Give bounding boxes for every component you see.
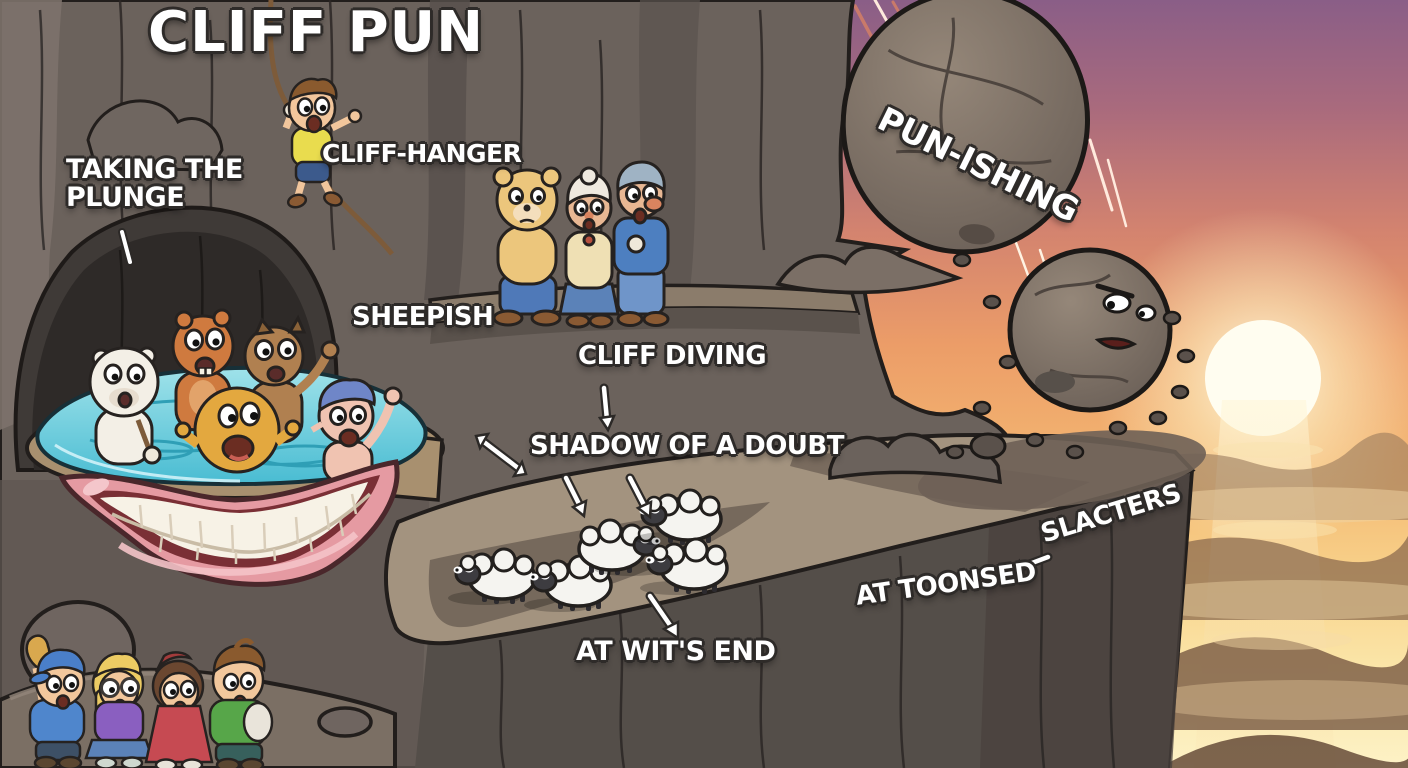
falling-debris — [945, 252, 1196, 460]
pink-kid — [310, 378, 403, 484]
old-man — [612, 160, 670, 327]
annotation-arrows — [118, 228, 1053, 641]
shadow-arrow-right — [625, 473, 653, 520]
cliff-hanger-boy — [267, 0, 394, 256]
label-taking-the-plunge-line1: TAKING THE — [66, 154, 243, 185]
pool-characters — [88, 308, 403, 484]
shadow-arrow-left — [561, 473, 588, 519]
kid-blue-cap — [25, 634, 86, 768]
plunge-pointer-line — [118, 228, 134, 266]
label-sheepish: SHEEPISH — [352, 302, 494, 332]
label-cliff-hanger: CLIFF-HANGER — [322, 139, 522, 168]
label-cliff-diving: CLIFF DIVING — [578, 341, 767, 371]
white-bear — [88, 346, 162, 466]
page-title: CLIFF PUN — [148, 0, 485, 65]
wits-end-arrow — [645, 591, 680, 641]
label-taking-the-plunge-line2: PLUNGE — [66, 182, 185, 214]
ledge-trio — [492, 160, 670, 329]
slacters-left-arrow — [1003, 552, 1053, 579]
yellow-bear — [492, 166, 562, 327]
hazy-mountains — [1120, 432, 1408, 768]
label-taking-the-plunge: TAKING THE PLUNGE — [66, 154, 243, 214]
kid-red-dress — [144, 651, 214, 768]
granny — [558, 166, 620, 329]
kid-green-sweater — [208, 638, 274, 768]
kids-group — [25, 634, 274, 768]
label-shadow-of-a-doubt: SHADOW OF A DOUBT — [530, 431, 844, 461]
cliff-diving-down-arrow — [597, 383, 617, 433]
angry-boulder — [1007, 247, 1173, 413]
rock-spikes — [775, 245, 964, 295]
label-at-wits-end: AT WIT'S END — [576, 636, 776, 667]
giant-mouth — [58, 459, 400, 587]
double-headed-arrow — [474, 432, 528, 478]
kid-blonde-glasses — [84, 652, 154, 768]
punishing-boulder — [840, 0, 1090, 255]
yellow-blob — [174, 386, 302, 474]
